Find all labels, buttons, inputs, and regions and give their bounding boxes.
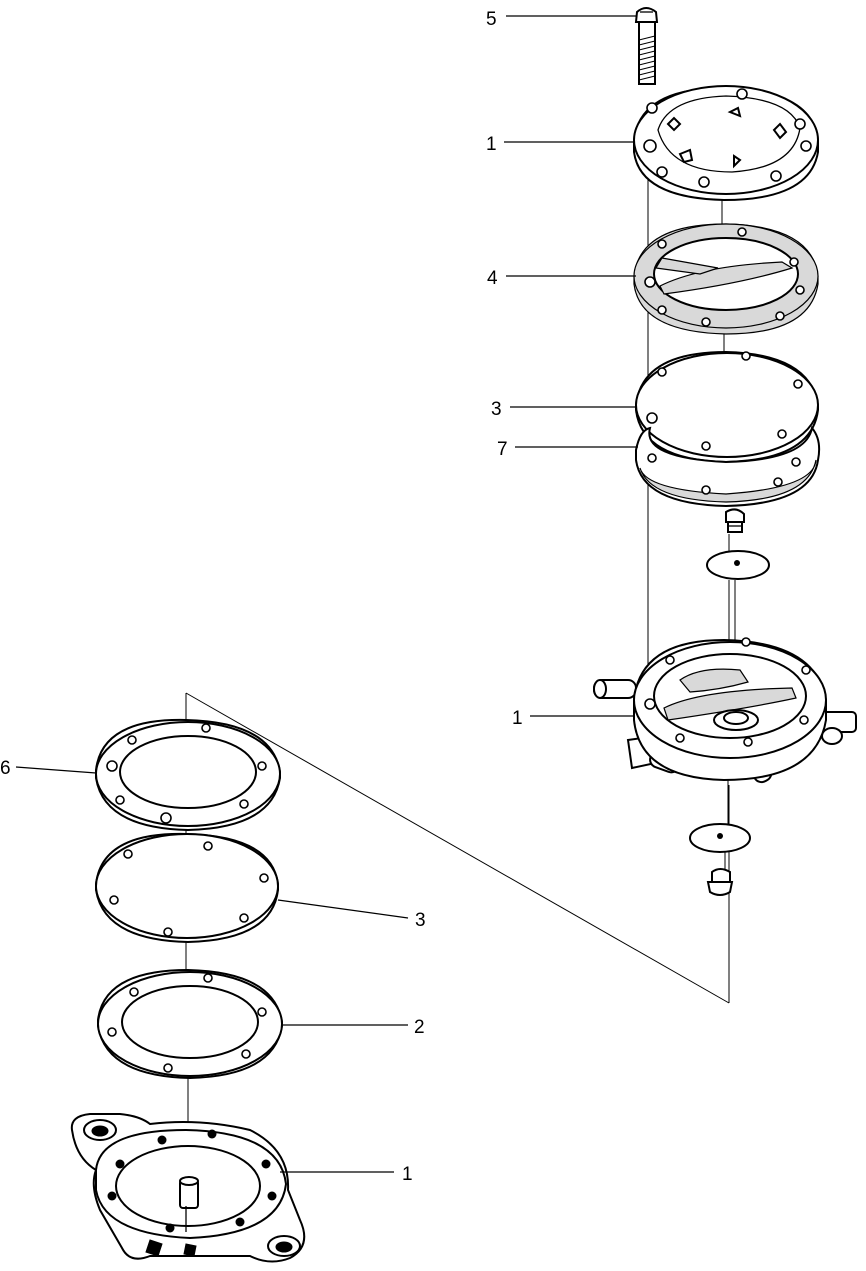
washer-lower <box>689 823 751 853</box>
callout-gasket-2: 2 <box>282 1017 425 1038</box>
top-cover-part-1 <box>633 85 819 202</box>
callout-label: 7 <box>497 439 508 460</box>
callout-cover-top: 1 <box>486 134 634 155</box>
check-valve-upper <box>725 508 745 533</box>
gasket-part-2 <box>97 968 283 1080</box>
callout-label: 3 <box>415 910 426 931</box>
screw-part-5 <box>634 7 659 85</box>
gasket-part-6 <box>95 718 281 832</box>
callout-diaphragm-bottom: 3 <box>277 899 426 931</box>
callout-gasket-4: 4 <box>487 268 636 289</box>
callout-label: 6 <box>0 758 11 779</box>
base-part-1 <box>70 1113 306 1263</box>
callout-label: 5 <box>486 9 497 30</box>
washer-upper <box>706 550 770 580</box>
callout-base: 1 <box>280 1164 413 1185</box>
callout-label: 1 <box>512 708 523 729</box>
callout-label: 2 <box>414 1017 425 1038</box>
callout-diaphragm-top: 3 <box>491 399 636 420</box>
callout-gasket-7: 7 <box>497 439 638 460</box>
check-valve-lower <box>706 868 734 896</box>
callout-label: 3 <box>491 399 502 420</box>
callout-label: 1 <box>402 1164 413 1185</box>
callout-gasket-6: 6 <box>0 758 97 779</box>
gasket-part-7 <box>635 425 821 508</box>
callout-screw: 5 <box>486 9 636 30</box>
gasket-part-4 <box>633 223 819 335</box>
callout-label: 4 <box>487 268 498 289</box>
callout-pump-body: 1 <box>512 708 634 729</box>
callout-label: 1 <box>486 134 497 155</box>
diaphragm-top-part-3 <box>635 350 819 464</box>
pump-body-part-1 <box>593 637 857 784</box>
diaphragm-bottom-part-3 <box>95 832 279 944</box>
